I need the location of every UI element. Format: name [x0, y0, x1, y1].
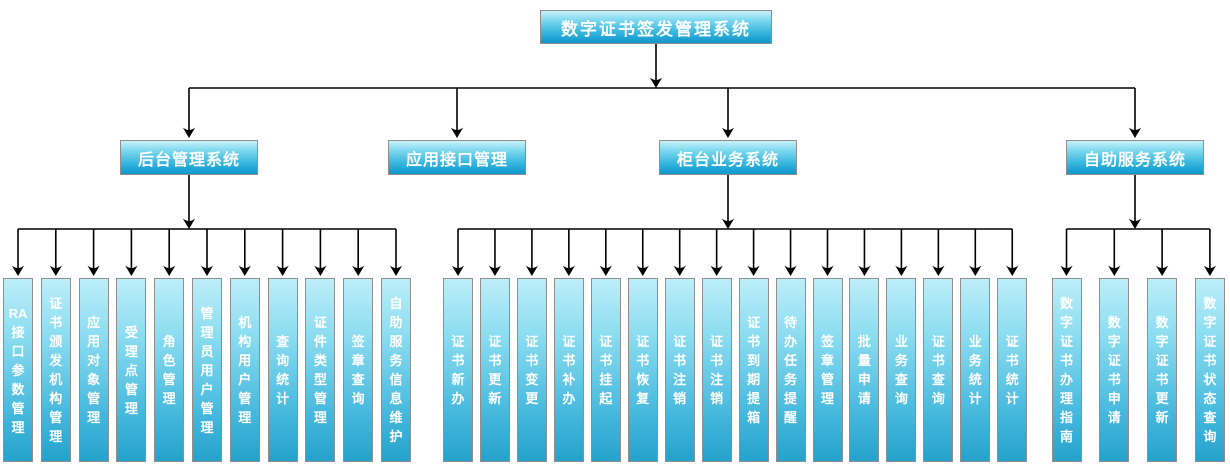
leaf-node-label: 机构用户管理 [238, 315, 252, 425]
leaf-node: 数字证书申请 [1099, 278, 1130, 462]
leaf-node-label: 数字证书更新 [1155, 315, 1169, 425]
leaf-node: 签章管理 [812, 278, 843, 462]
leaf-node-label: 受理点管理 [124, 324, 138, 416]
leaf-node-label: 证书恢复 [636, 334, 650, 406]
system-node-2: 应用接口管理 [388, 140, 526, 175]
leaf-node: 批量申请 [849, 278, 880, 462]
leaf-node: 证书查询 [923, 278, 954, 462]
system-node-1: 后台管理系统 [120, 140, 258, 175]
system-node-label: 柜台业务系统 [676, 151, 779, 169]
leaf-node-label: 角色管理 [162, 334, 176, 406]
leaf-node: 数字证书状态查询 [1194, 278, 1225, 462]
leaf-node-label: 查询统计 [276, 334, 290, 406]
leaf-node: 受理点管理 [116, 278, 147, 462]
leaf-node-label: 证书更新 [488, 334, 502, 406]
leaf-node-label: 数字证书状态查询 [1203, 296, 1217, 444]
leaf-node-label: 证书颁发机构管理 [49, 296, 63, 444]
leaf-node-label: 证书挂起 [599, 334, 613, 406]
system-node-label: 应用接口管理 [405, 151, 508, 169]
leaf-node-label: 证书查询 [931, 334, 945, 406]
leaf-node-label: 待办任务提醒 [784, 315, 798, 425]
leaf-node: 证书注销 [664, 278, 695, 462]
leaf-node: 证书挂起 [590, 278, 621, 462]
leaf-node-label: 应用对象管理 [87, 315, 101, 425]
leaf-node-label: 证书变更 [525, 334, 539, 406]
leaf-node: 数字证书办理指南 [1051, 278, 1082, 462]
leaf-node: 业务统计 [960, 278, 991, 462]
leaf-node: 角色管理 [154, 278, 185, 462]
leaf-node: 证书颁发机构管理 [40, 278, 71, 462]
system-node-3: 柜台业务系统 [659, 140, 797, 175]
leaf-node: 证书新办 [443, 278, 473, 462]
leaf-node: 证书更新 [479, 278, 510, 462]
system-node-4: 自助服务系统 [1066, 140, 1204, 175]
leaf-node: 管理员用户管理 [192, 278, 222, 462]
leaf-node-label: 证书到期提箱 [747, 315, 761, 425]
leaf-node: 证书注销 [701, 278, 732, 462]
leaf-node: 证书变更 [516, 278, 547, 462]
root-node-label: 数字证书签发管理系统 [561, 19, 751, 39]
leaf-node: 自助服务信息维护 [381, 278, 411, 462]
leaf-node: 证书到期提箱 [738, 278, 769, 462]
leaf-node-label: 证书新办 [451, 334, 465, 406]
leaf-node: 查询统计 [267, 278, 298, 462]
leaf-node-label: 证书统计 [1005, 334, 1019, 406]
leaf-node-label: 数字证书办理指南 [1059, 296, 1073, 444]
leaf-node-label: 证件类型管理 [313, 315, 327, 425]
leaf-node: 证书恢复 [627, 278, 658, 462]
leaf-node: 证书补办 [553, 278, 584, 462]
system-node-label: 自助服务系统 [1083, 151, 1186, 169]
leaf-node-label: 业务查询 [894, 334, 908, 406]
leaf-node-label: 证书注销 [673, 334, 687, 406]
leaf-node-label: 签章查询 [351, 334, 365, 406]
leaf-node-label: 签章管理 [820, 334, 834, 406]
leaf-node-label: 批量申请 [857, 334, 871, 406]
leaf-node-label: 业务统计 [968, 334, 982, 406]
leaf-node-label: 证书注销 [710, 334, 724, 406]
leaf-node: 业务查询 [886, 278, 917, 462]
leaf-node: 证件类型管理 [305, 278, 336, 462]
leaf-node-label: 管理员用户管理 [200, 305, 214, 435]
leaf-node-label: 证书补办 [562, 334, 576, 406]
leaf-node: 签章查询 [343, 278, 374, 462]
leaf-node: 机构用户管理 [229, 278, 260, 462]
leaf-node-label: 自助服务信息维护 [389, 296, 403, 444]
leaf-node: 待办任务提醒 [775, 278, 806, 462]
leaf-node: 数字证书更新 [1147, 278, 1178, 462]
leaf-node: 应用对象管理 [78, 278, 109, 462]
leaf-node-label: 数字证书申请 [1107, 315, 1121, 425]
leaf-node: 证书统计 [997, 278, 1028, 462]
system-node-label: 后台管理系统 [137, 151, 240, 169]
root-node: 数字证书签发管理系统 [540, 10, 772, 44]
